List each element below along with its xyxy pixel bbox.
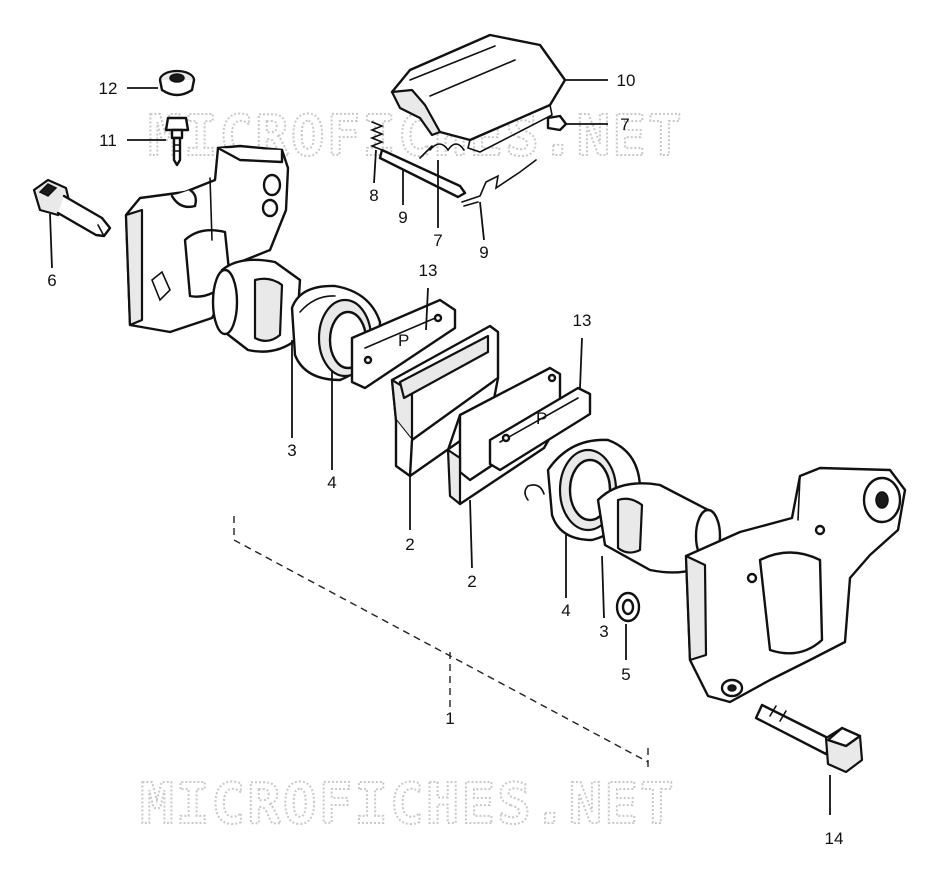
callout-4-right: 4: [561, 601, 570, 620]
caliper-body-right: [684, 466, 907, 704]
callout-11: 11: [99, 131, 117, 150]
callout-2-left: 2: [405, 535, 414, 554]
watermark-bottom: MICROFICHES.NET: [140, 772, 676, 837]
part-9-pad-retainer: [461, 159, 537, 207]
callout-13-left: 13: [419, 261, 438, 280]
callout-9-pin: 9: [398, 208, 407, 227]
shim-mark-right: P: [536, 409, 547, 428]
part-13-shim-left: P: [350, 298, 457, 390]
callout-8: 8: [369, 186, 378, 205]
part-7-cover-bolt: [546, 114, 568, 132]
part-7-pad-spring: [419, 143, 465, 159]
callout-1: 1: [445, 709, 454, 728]
callout-7-bolt: 7: [620, 115, 629, 134]
small-clip: [524, 484, 545, 501]
callout-2-right: 2: [467, 572, 476, 591]
part-12-cap-nut: [158, 69, 196, 97]
callout-3-right: 3: [599, 622, 608, 641]
callout-7-spring: 7: [433, 231, 442, 250]
part-10-pad-cover: [390, 33, 567, 153]
part-8-spring: [369, 121, 385, 151]
callout-5: 5: [621, 665, 630, 684]
callout-14: 14: [825, 829, 844, 848]
part-3-piston-left: [211, 258, 302, 353]
callout-12: 12: [99, 79, 118, 98]
part-9-pad-pin: [378, 148, 467, 199]
part-14-mounting-bolt: [754, 703, 864, 774]
callout-leaders: [49, 79, 831, 815]
callout-3-left: 3: [287, 441, 296, 460]
callout-4-left: 4: [327, 473, 336, 492]
part-2-brake-pad-left: [390, 324, 500, 478]
caliper-body-left: [124, 144, 290, 334]
part-5-o-ring: [615, 591, 641, 623]
callout-13-right: 13: [573, 311, 592, 330]
part-11-bleeder-screw: [164, 116, 190, 167]
part-6-pin-bolt: [32, 178, 112, 238]
callout-10: 10: [617, 71, 636, 90]
part-13-shim-right: P: [488, 373, 592, 472]
callout-9-retainer: 9: [479, 243, 488, 262]
part-3-piston-right: [596, 482, 722, 574]
callout-6: 6: [47, 271, 56, 290]
callout-labels: 1 2 2 3 3 4 4 5 6 7 7 8 9 9 10 11 12 13 …: [47, 71, 843, 848]
shim-mark-left: P: [398, 331, 409, 350]
assembly-bracket-1: [233, 516, 649, 772]
